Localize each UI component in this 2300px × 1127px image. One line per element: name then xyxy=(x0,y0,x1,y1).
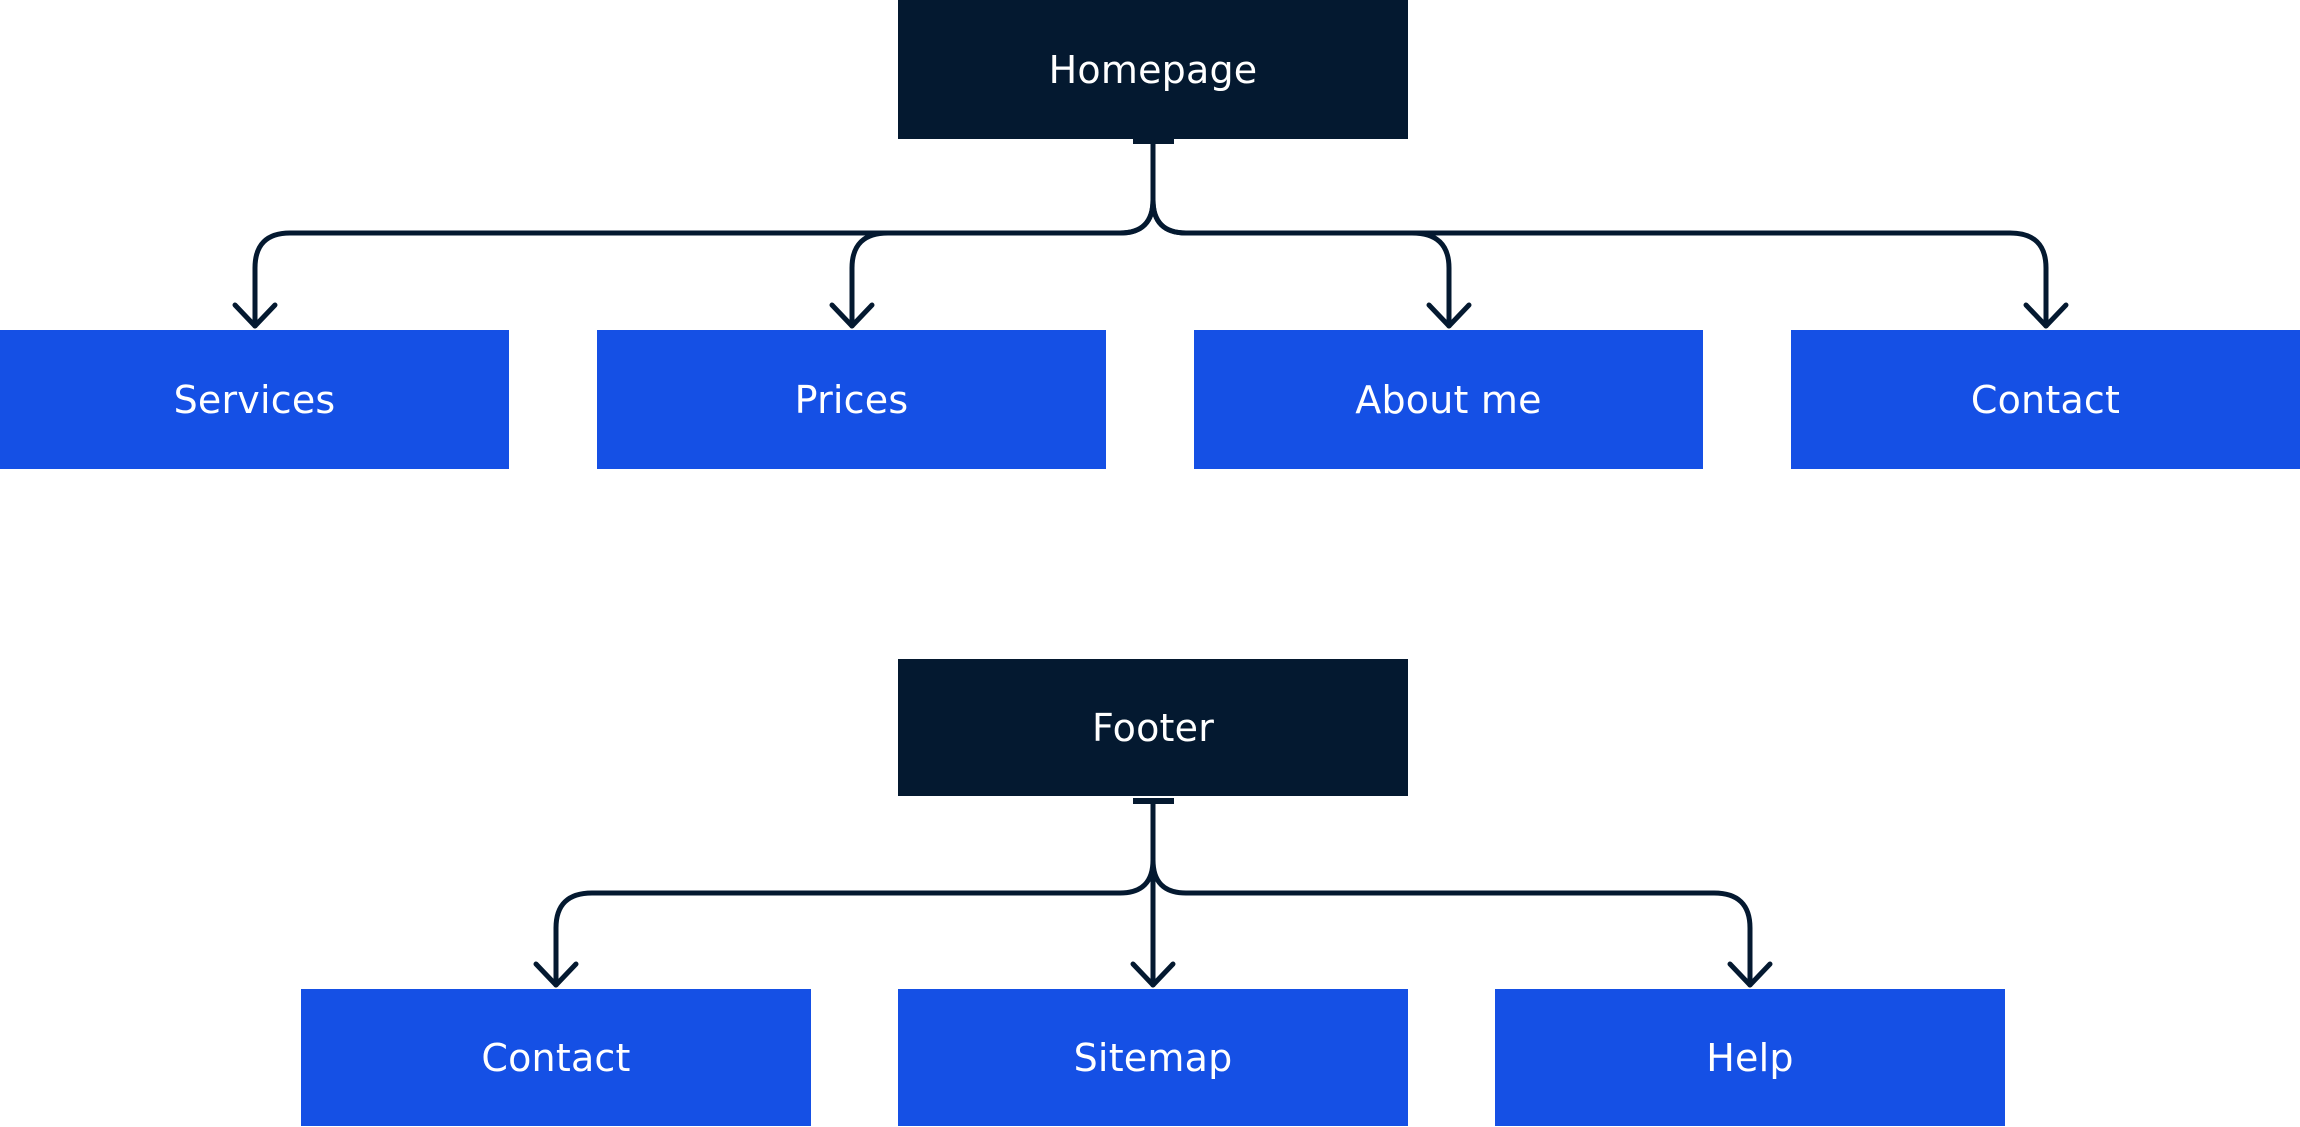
node-services-label: Services xyxy=(173,377,336,422)
node-about-me-label: About me xyxy=(1355,377,1542,422)
node-prices: Prices xyxy=(597,330,1106,469)
arrowhead-help xyxy=(1727,961,1773,988)
node-contact: Contact xyxy=(1791,330,2300,469)
node-sitemap: Sitemap xyxy=(898,989,1408,1126)
node-sitemap-label: Sitemap xyxy=(1073,1035,1233,1080)
node-footer-label: Footer xyxy=(1091,705,1215,750)
node-footer: Footer xyxy=(898,659,1408,796)
node-contact-label: Contact xyxy=(1970,377,2121,422)
node-about-me: About me xyxy=(1194,330,1703,469)
arrowhead-about xyxy=(1426,302,1472,329)
node-help-label: Help xyxy=(1706,1035,1794,1080)
connector-homepage-to-services xyxy=(252,197,1156,329)
connector-homepage-to-prices xyxy=(849,197,1156,329)
connector-homepage-to-about xyxy=(1150,197,1452,329)
node-footer-contact: Contact xyxy=(301,989,811,1126)
connector-footer-to-contact xyxy=(553,857,1156,988)
node-footer-contact-label: Contact xyxy=(481,1035,631,1080)
arrowhead-prices xyxy=(829,302,875,329)
arrowhead-footer-contact xyxy=(533,961,579,988)
arrowhead-sitemap xyxy=(1130,961,1176,988)
arrowhead-services xyxy=(232,302,278,329)
arrowhead-contact xyxy=(2023,302,2069,329)
node-homepage-label: Homepage xyxy=(1048,47,1258,92)
node-services: Services xyxy=(0,330,509,469)
node-help: Help xyxy=(1495,989,2005,1126)
node-homepage: Homepage xyxy=(898,0,1408,139)
connector-footer-to-help xyxy=(1150,857,1753,988)
node-prices-label: Prices xyxy=(794,377,909,422)
connector-homepage-to-contact xyxy=(1150,197,2049,329)
